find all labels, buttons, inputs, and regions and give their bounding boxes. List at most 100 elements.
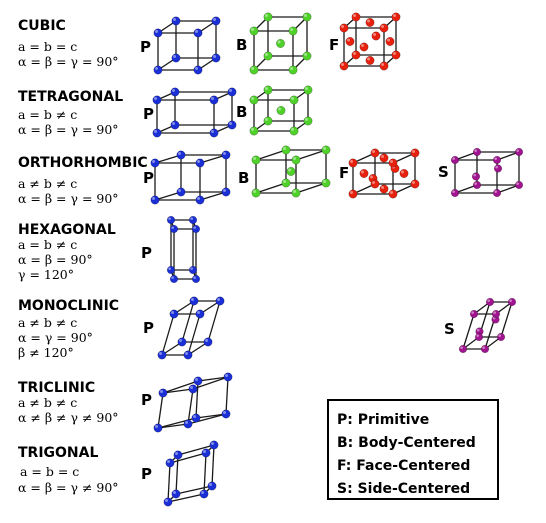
- cell-edge: [162, 388, 194, 394]
- legend-box: [327, 399, 499, 500]
- corner-atom-shine: [293, 157, 296, 160]
- corner-atom-shine: [265, 53, 268, 56]
- corner-atom: [302, 12, 312, 22]
- corner-atom-shine: [167, 460, 170, 463]
- corner-atom-shine: [223, 411, 226, 414]
- corner-atom-shine: [290, 67, 293, 70]
- corner-atom: [163, 497, 173, 507]
- system-relation-orthorhombic-1: a ≠ b ≠ c: [18, 176, 77, 191]
- corner-atom-shine: [265, 118, 268, 121]
- cell-edge: [167, 493, 205, 503]
- cell-edge: [255, 182, 287, 194]
- cell-edge: [454, 151, 478, 161]
- corner-atom-shine: [253, 157, 256, 160]
- corner-atom: [153, 28, 163, 38]
- corner-atom: [152, 95, 162, 105]
- unit-cell-cubic-face-centered: [339, 12, 401, 71]
- face-center-atom-shine: [361, 44, 364, 47]
- corner-atom: [291, 155, 301, 165]
- face-center-atom-shine: [373, 33, 376, 36]
- system-orthorhombic: ORTHORHOMBIC a ≠ b ≠ c α = β = γ = 90°: [18, 155, 148, 206]
- face-center-atom-shine: [387, 38, 390, 42]
- corner-atom: [188, 215, 198, 225]
- cell-edge: [199, 191, 227, 201]
- corner-atom: [176, 187, 186, 197]
- corner-atom-shine: [185, 352, 188, 355]
- cell-edge: [255, 149, 287, 161]
- corner-atom-shine: [460, 346, 464, 350]
- unit-cell-triclinic-primitive: [153, 372, 233, 433]
- corner-atom: [171, 489, 181, 499]
- face-center-atom-shine: [381, 186, 384, 189]
- corner-atom-shine: [471, 311, 475, 315]
- corner-atom: [165, 458, 175, 468]
- system-monoclinic: MONOCLINIC a ≠ b ≠ c α = γ = 90° β ≠ 120…: [18, 298, 119, 360]
- corner-atom: [169, 309, 179, 319]
- side-center-atom: [471, 172, 481, 181]
- face-center-atom-shine: [367, 19, 370, 23]
- corner-atom: [348, 189, 358, 199]
- corner-atom-shine: [293, 190, 296, 193]
- unit-cell-trigonal-primitive: [163, 440, 219, 507]
- corner-atom-shine: [172, 122, 175, 125]
- corner-atom: [209, 440, 219, 450]
- lattice-label-monoclinic-s: S: [444, 320, 455, 338]
- corner-atom: [193, 376, 203, 386]
- face-center-atom: [365, 55, 375, 65]
- corner-atom-shine: [372, 181, 375, 184]
- corner-atom: [177, 337, 187, 347]
- cell-edge: [154, 154, 182, 164]
- corner-atom: [288, 65, 298, 75]
- corner-atom: [153, 423, 163, 433]
- corner-atom-shine: [305, 118, 308, 121]
- cell-edge: [154, 191, 182, 201]
- body-center-atom: [275, 38, 285, 48]
- corner-atom-shine: [283, 147, 286, 150]
- corner-atom: [215, 296, 225, 306]
- corner-atom: [289, 95, 299, 105]
- corner-atom: [211, 53, 221, 63]
- corner-atom-shine: [168, 217, 171, 220]
- corner-atom-shine: [173, 18, 176, 22]
- corner-atom-shine: [185, 421, 188, 424]
- corner-atom-shine: [229, 122, 232, 125]
- corner-atom-shine: [251, 67, 254, 70]
- corner-atom-shine: [190, 267, 193, 271]
- corner-atom-shine: [152, 160, 155, 163]
- cell-edge: [169, 452, 207, 464]
- corner-atom-shine: [390, 191, 393, 194]
- corner-atom-shine: [195, 67, 198, 70]
- face-center-atom: [365, 17, 375, 27]
- side-center-atom-shine: [473, 173, 477, 177]
- system-relation-monoclinic-2: α = γ = 90°: [18, 330, 93, 345]
- body-center-atom: [276, 106, 286, 116]
- corner-atom: [370, 148, 380, 158]
- corner-atom: [302, 51, 312, 61]
- corner-atom: [227, 120, 237, 130]
- corner-atom: [263, 12, 273, 22]
- corner-atom-shine: [350, 160, 353, 163]
- corner-atom: [201, 448, 211, 458]
- corner-atom: [251, 188, 261, 198]
- system-cubic: CUBIC a = b = c α = β = γ = 90°: [18, 18, 119, 69]
- corner-atom: [514, 147, 524, 157]
- corner-atom: [195, 195, 205, 205]
- corner-atom-shine: [159, 352, 162, 355]
- corner-atom: [391, 12, 401, 22]
- corner-atom: [153, 65, 163, 75]
- corner-atom-shine: [193, 415, 196, 418]
- corner-atom-shine: [350, 191, 353, 194]
- corner-atom: [339, 61, 349, 71]
- corner-atom: [351, 12, 361, 22]
- cell-edge: [162, 380, 199, 394]
- unit-cell-orthorhombic-body-centered: [251, 145, 331, 198]
- corner-atom: [492, 188, 502, 198]
- corner-atom: [193, 28, 203, 38]
- corner-atom-shine: [154, 130, 157, 133]
- cell-edge: [177, 444, 215, 456]
- lattice-label-cubic-f: F: [329, 36, 339, 54]
- system-name-tetragonal: TETRAGONAL: [18, 89, 123, 105]
- corner-atom: [469, 309, 479, 319]
- corner-atom: [191, 224, 201, 234]
